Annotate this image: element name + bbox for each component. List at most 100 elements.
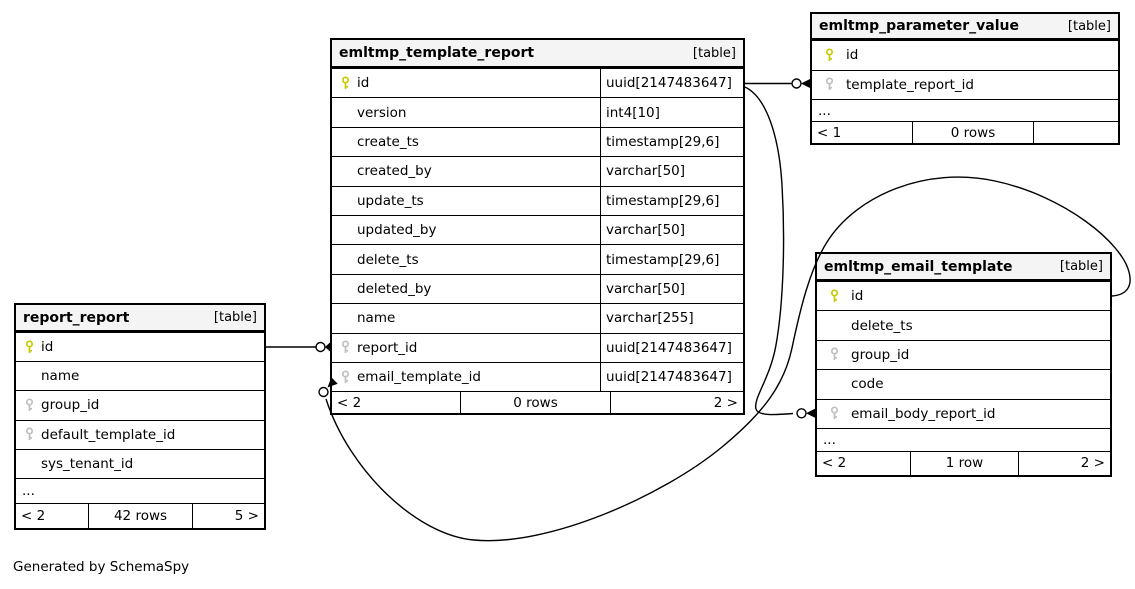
row-version: version int4[10] [332, 97, 743, 127]
primary-key-icon [24, 340, 41, 355]
column-name: template_report_id [846, 76, 974, 93]
table-header: emltmp_template_report [table] [332, 40, 743, 68]
column-name: report_id [357, 339, 418, 356]
primary-key-icon [829, 289, 851, 304]
row-updated-by: updated_by varchar[50] [332, 214, 743, 245]
row-delete-ts: delete_ts [817, 310, 1110, 339]
column-type: timestamp[29,6] [600, 186, 743, 215]
footer-row-count: 1 row [910, 451, 1018, 475]
more-columns-ellipsis: ... [812, 99, 1118, 121]
row-name: name varchar[255] [332, 303, 743, 333]
row-sys-tenant-id: sys_tenant_id [16, 448, 264, 478]
column-type: varchar[50] [600, 274, 743, 304]
column-name: version [357, 104, 407, 121]
row-code: code [817, 369, 1110, 398]
row-default-template-id: default_template_id [16, 419, 264, 449]
table-title: emltmp_parameter_value [819, 18, 1020, 34]
table-report-report[interactable]: report_report [table] id name group_id [14, 303, 266, 530]
column-type: uuid[2147483647] [600, 69, 743, 98]
foreign-key-icon [340, 340, 357, 355]
column-name: id [846, 47, 859, 64]
column-name: code [851, 376, 884, 393]
table-tag: [table] [1067, 18, 1111, 34]
table-tag: [table] [213, 310, 257, 325]
column-name: email_template_id [357, 369, 481, 386]
column-name: created_by [357, 163, 432, 180]
edge-templatereport-to-emailbodyreport [744, 86, 794, 416]
row-email-body-report-id: email_body_report_id [817, 398, 1110, 428]
table-footer: < 2 0 rows 2 > [332, 391, 743, 414]
table-title: emltmp_email_template [824, 258, 1013, 275]
column-name: sys_tenant_id [41, 455, 134, 472]
column-name: id [357, 75, 370, 92]
column-type: timestamp[29,6] [600, 127, 743, 157]
column-type: uuid[2147483647] [600, 362, 743, 392]
column-name: deleted_by [357, 280, 432, 297]
primary-key-icon [340, 76, 357, 91]
cardinality-circle [315, 341, 326, 353]
crowfoot-arrow [801, 79, 810, 88]
row-id: id uuid[2147483647] [332, 68, 743, 98]
primary-key-icon [824, 48, 846, 63]
column-type: timestamp[29,6] [600, 245, 743, 274]
table-footer: < 1 0 rows [812, 121, 1118, 143]
table-tag: [table] [692, 45, 736, 61]
table-footer: < 2 42 rows 5 > [16, 502, 264, 528]
footer-right [1033, 122, 1118, 143]
footer-right: 5 > [192, 503, 264, 528]
row-created-by: created_by varchar[50] [332, 156, 743, 186]
table-footer: < 2 1 row 2 > [817, 450, 1110, 475]
footer-row-count: 42 rows [88, 503, 192, 528]
foreign-key-icon [340, 370, 357, 385]
row-id: id [812, 40, 1118, 70]
footer-right: 2 > [610, 392, 743, 414]
foreign-key-icon [829, 347, 851, 362]
row-update-ts: update_ts timestamp[29,6] [332, 185, 743, 215]
cardinality-circle [318, 386, 329, 398]
row-email-template-id: email_template_id uuid[2147483647] [332, 361, 743, 392]
table-emltmp-parameter-value[interactable]: emltmp_parameter_value [table] id templa… [810, 12, 1120, 145]
foreign-key-icon [24, 427, 41, 442]
cardinality-circle [791, 78, 802, 89]
column-name: email_body_report_id [851, 405, 996, 422]
table-emltmp-email-template[interactable]: emltmp_email_template [table] id delete_… [815, 252, 1112, 477]
table-title: report_report [23, 309, 130, 326]
footer-left: < 2 [337, 394, 362, 411]
row-create-ts: create_ts timestamp[29,6] [332, 126, 743, 157]
row-template-report-id: template_report_id [812, 69, 1118, 100]
column-name: update_ts [357, 192, 424, 209]
table-emltmp-template-report[interactable]: emltmp_template_report [table] id uuid[2… [330, 38, 745, 416]
column-name: default_template_id [41, 426, 176, 443]
footer-right: 2 > [1018, 451, 1110, 475]
foreign-key-icon [824, 77, 846, 92]
more-columns-ellipsis: ... [817, 427, 1110, 451]
footer-left: < 1 [817, 124, 842, 141]
table-tag: [table] [1059, 259, 1103, 274]
column-name: create_ts [357, 133, 419, 150]
column-name: group_id [41, 397, 100, 414]
column-type: varchar[255] [600, 304, 743, 333]
column-name: name [357, 310, 396, 327]
table-header: emltmp_email_template [table] [817, 254, 1110, 281]
row-id: id [817, 281, 1110, 310]
row-deleted-by: deleted_by varchar[50] [332, 273, 743, 304]
column-type: varchar[50] [600, 157, 743, 186]
footer-left: < 2 [822, 455, 847, 472]
row-id: id [16, 332, 264, 361]
table-title: emltmp_template_report [339, 45, 535, 61]
row-group-id: group_id [817, 339, 1110, 369]
row-delete-ts: delete_ts timestamp[29,6] [332, 244, 743, 274]
footer-left: < 2 [21, 507, 46, 524]
column-name: group_id [851, 346, 910, 363]
footer-row-count: 0 rows [460, 392, 610, 414]
column-name: id [851, 288, 864, 305]
crowfoot-arrow [806, 408, 815, 418]
column-type: int4[10] [600, 98, 743, 127]
foreign-key-icon [829, 406, 851, 421]
column-name: id [41, 339, 54, 356]
more-columns-ellipsis: ... [16, 477, 264, 503]
footer-row-count: 0 rows [912, 122, 1033, 143]
foreign-key-icon [24, 398, 41, 413]
generator-note: Generated by SchemaSpy [13, 559, 190, 575]
